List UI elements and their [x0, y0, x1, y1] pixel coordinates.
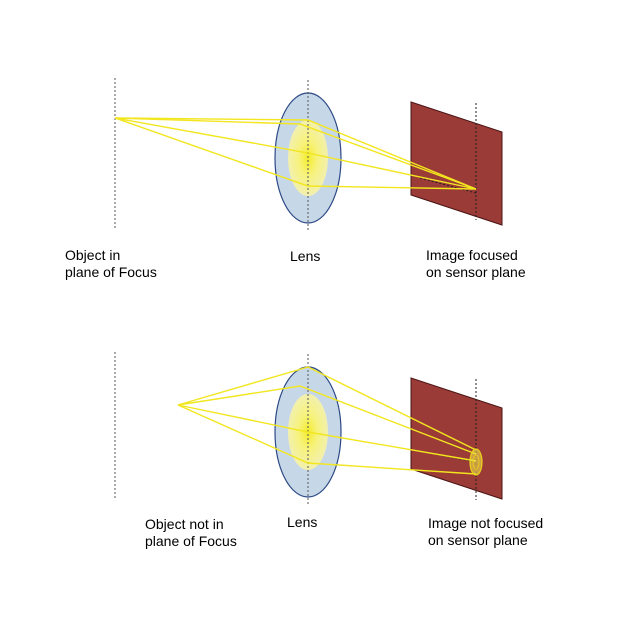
- sensor-plane: [410, 101, 503, 226]
- image-label-line: on sensor plane: [428, 532, 528, 548]
- image-label: Image not focused on sensor plane: [428, 515, 543, 549]
- object-label: Object not in plane of Focus: [145, 516, 237, 550]
- lens-label-text: Lens: [287, 514, 318, 530]
- object-label-line: Object not in: [145, 516, 224, 532]
- focus-dashed-line: [419, 177, 477, 194]
- lens-label: Lens: [290, 248, 320, 265]
- image-label-line: on sensor plane: [426, 264, 526, 280]
- lens-label: Lens: [287, 514, 317, 531]
- top-panel: [114, 78, 503, 230]
- ray: [114, 117, 477, 190]
- ray: [114, 117, 477, 190]
- ray: [177, 404, 477, 475]
- image-label: Image focused on sensor plane: [426, 247, 526, 281]
- light-rays: [177, 366, 477, 475]
- object-label-line: plane of Focus: [65, 264, 157, 280]
- blur-circle: [469, 448, 483, 476]
- object-label-line: Object in: [65, 247, 121, 263]
- light-rays: [114, 117, 477, 190]
- ray: [177, 366, 477, 451]
- image-label-line: Image focused: [426, 247, 518, 263]
- object-label: Object in plane of Focus: [65, 247, 157, 281]
- sensor-plane: [410, 377, 503, 500]
- ray: [114, 117, 477, 190]
- ray: [114, 117, 477, 190]
- object-label-line: plane of Focus: [145, 533, 237, 549]
- ray: [177, 404, 477, 462]
- bottom-panel: [114, 352, 503, 504]
- ray: [177, 385, 477, 455]
- blur-circle-inner: [472, 454, 480, 470]
- image-label-line: Image not focused: [428, 515, 544, 531]
- lens-label-text: Lens: [290, 248, 321, 264]
